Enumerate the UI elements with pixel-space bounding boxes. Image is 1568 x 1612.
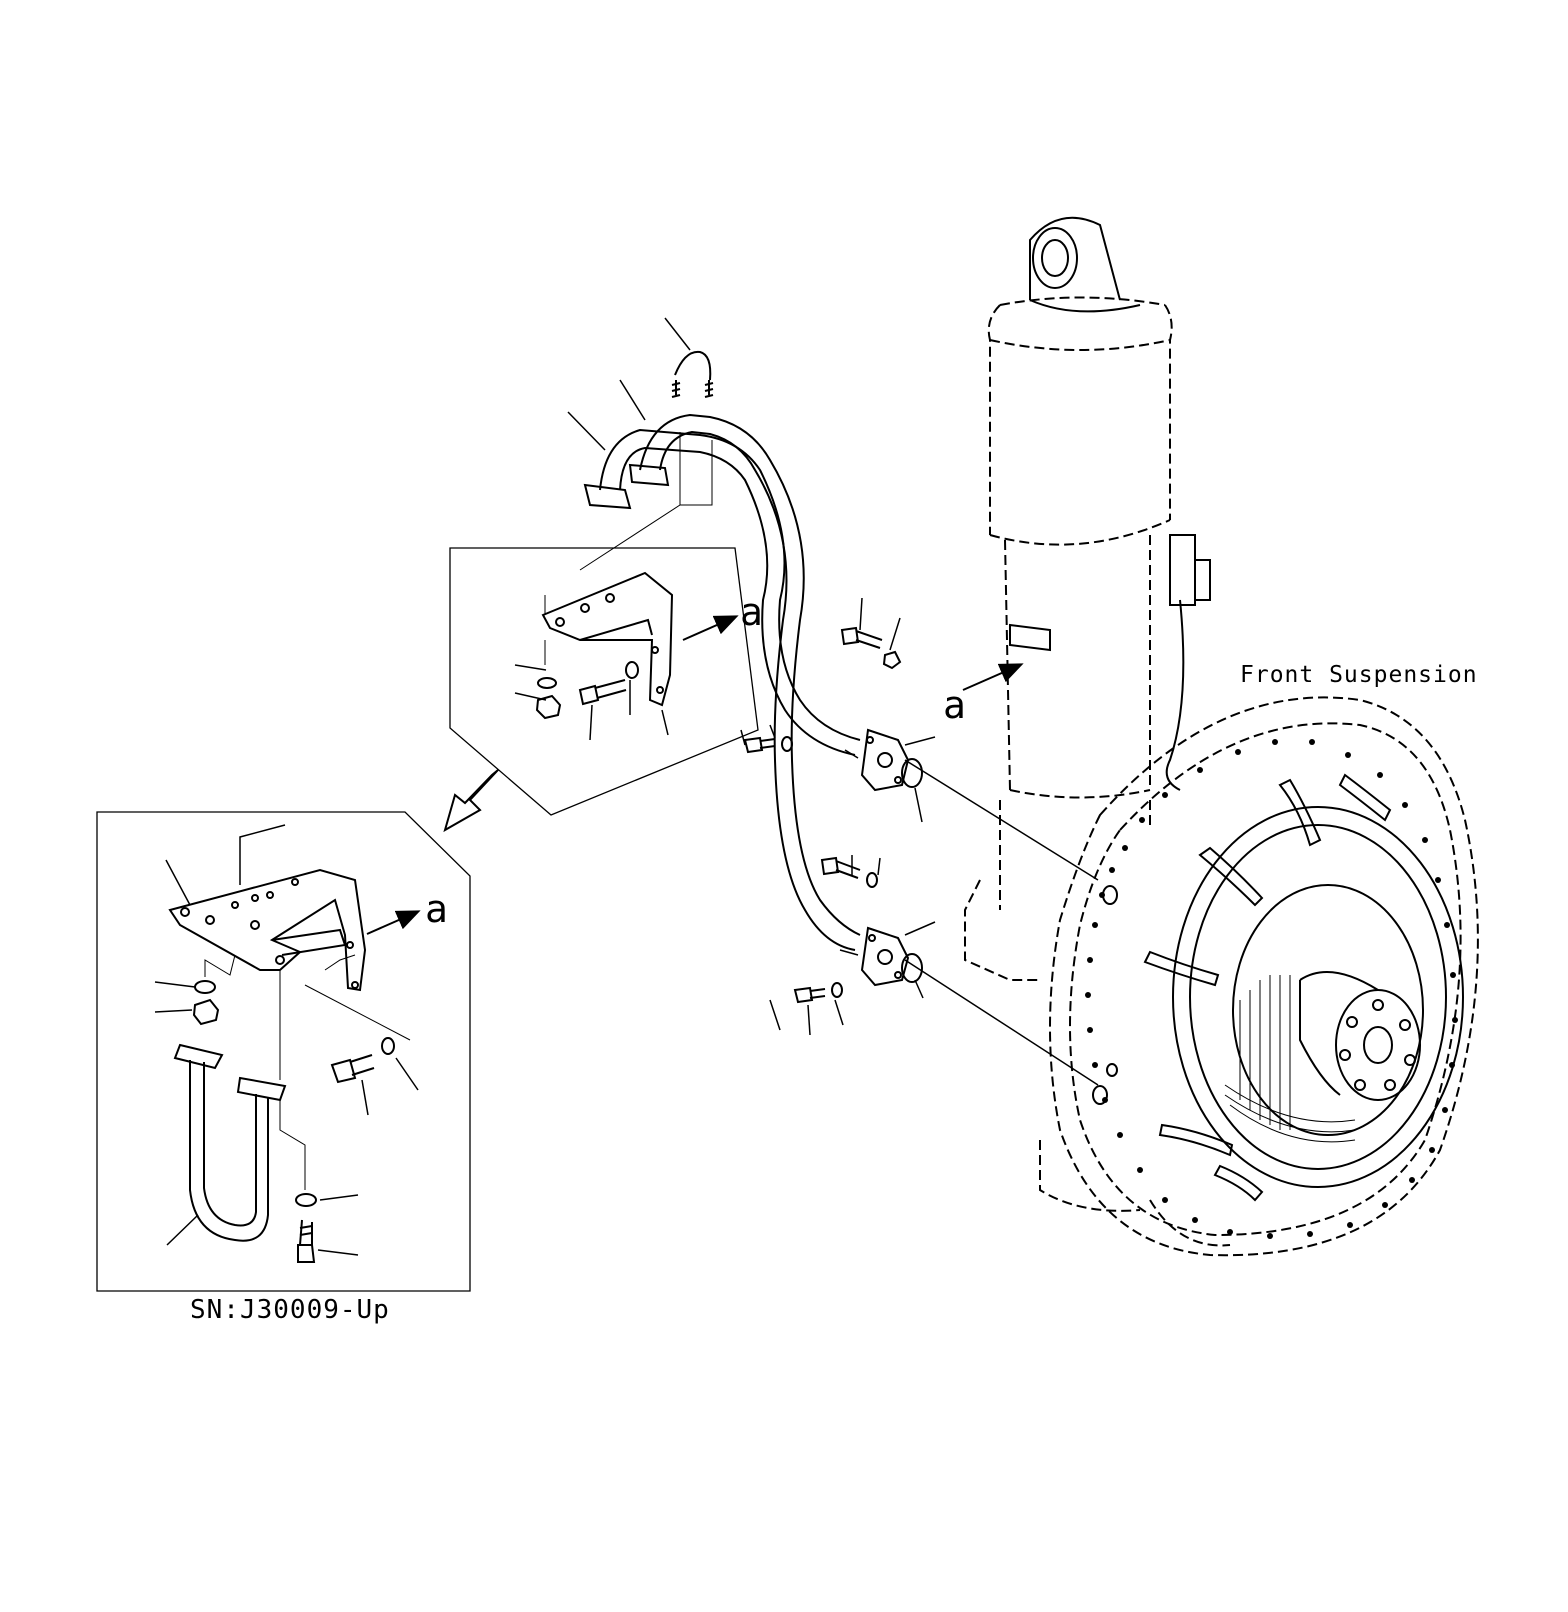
view-direction-arrow — [366, 615, 1024, 935]
view-marker-upper: a — [740, 590, 763, 634]
cylinder-bracket-right — [1169, 534, 1211, 606]
detail-frame — [96, 811, 471, 1292]
flange-bolt-lower-2 — [820, 856, 861, 879]
hub-hatching — [1224, 975, 1356, 1143]
tube-fitting-top-2 — [628, 463, 670, 487]
bolt-upper — [578, 679, 627, 706]
nut-detail — [192, 998, 220, 1026]
flange-bolt-upper-1 — [743, 736, 776, 754]
cylinder-hose — [1165, 599, 1185, 791]
lower-housing — [964, 879, 1231, 1247]
cylinder-eye — [1029, 216, 1141, 313]
upper-bracket-group — [449, 432, 759, 816]
upper-tube — [599, 428, 861, 741]
bolt-detail — [330, 1054, 375, 1084]
leader-lines-tubes — [567, 317, 1099, 1086]
split-flange-upper — [860, 728, 910, 792]
flange-washer-lower — [831, 982, 843, 998]
washer-upper-2 — [625, 661, 639, 679]
housing-ports — [1092, 885, 1118, 1105]
bolt-ring — [1085, 739, 1458, 1239]
o-ring-upper — [901, 758, 923, 788]
flange-bolt-lower-1 — [793, 986, 826, 1004]
lower-tube — [639, 413, 861, 936]
mounting-bracket-detail — [168, 868, 367, 992]
mounting-bracket-upper — [541, 571, 674, 707]
cylinder-bracket-a — [1009, 623, 1051, 652]
o-ring-lower — [901, 953, 923, 983]
view-marker-lower: a — [425, 887, 448, 931]
flange-washer-upper — [781, 736, 793, 752]
nut-upper — [535, 694, 562, 720]
bolt-detail-vertical — [297, 1219, 316, 1263]
washer-upper — [537, 677, 557, 689]
u-bolt-clamp — [173, 1043, 287, 1242]
flange-bolt-upper-2 — [840, 626, 883, 649]
flange-washer-lower-2 — [866, 872, 878, 888]
tube-fitting-top-1 — [583, 483, 632, 510]
washer-detail — [194, 980, 216, 994]
split-flange-lower — [860, 926, 910, 987]
washer-detail-2 — [295, 1193, 317, 1207]
view-marker-right: a — [943, 683, 966, 727]
washer-detail-3 — [381, 1037, 395, 1055]
tube-clip-top — [671, 350, 714, 398]
flange-nut-upper — [882, 650, 902, 670]
detail-box-sn — [96, 811, 471, 1292]
wheel-hub — [1049, 696, 1479, 1257]
hub-spokes — [1143, 773, 1392, 1202]
hydraulic-tubes — [583, 350, 923, 1004]
diagram-title: Front Suspension — [1240, 662, 1478, 688]
bracket-frame-upper — [449, 547, 759, 816]
front-suspension-assembly — [964, 216, 1479, 1257]
detail-view-arrow — [443, 769, 499, 833]
serial-note: SN:J30009-Up — [190, 1295, 390, 1325]
